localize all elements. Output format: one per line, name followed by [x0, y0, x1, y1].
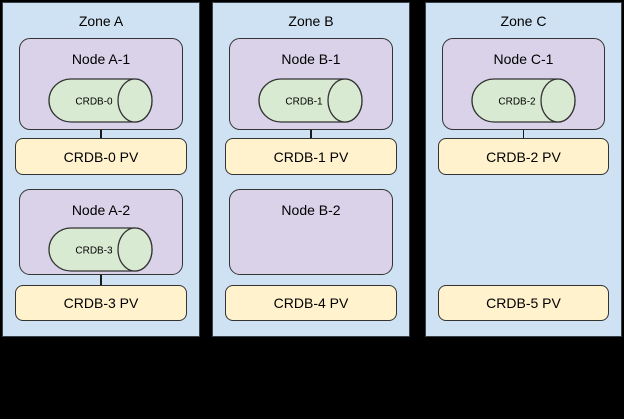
database-cylinder-crdb2: CRDB-2 — [470, 78, 577, 123]
pv-crdb4-label: CRDB-4 PV — [273, 295, 349, 311]
cylinder-crdb3-label: CRDB-3 — [75, 246, 113, 257]
node-c1-label: Node C-1 — [493, 51, 554, 67]
pv-crdb3: CRDB-3 PV — [15, 285, 187, 321]
zone-c-label: Zone C — [500, 13, 547, 29]
pv-crdb1-label: CRDB-1 PV — [273, 148, 349, 165]
zone-c: Zone C Node C-1 CRDB-2 CRDB-2 PV CRDB-5 … — [425, 2, 622, 337]
pv-crdb0-label: CRDB-0 PV — [63, 148, 139, 165]
database-cylinder-crdb0: CRDB-0 — [48, 78, 154, 123]
pv-crdb0: CRDB-0 PV — [15, 138, 187, 175]
database-cylinder-crdb3: CRDB-3 — [48, 227, 154, 272]
pv-crdb1: CRDB-1 PV — [225, 138, 397, 175]
pv-crdb2: CRDB-2 PV — [438, 138, 609, 175]
zone-b: Zone B Node B-1 CRDB-1 CRDB-1 PV Node B-… — [212, 2, 410, 337]
pv-crdb2-label: CRDB-2 PV — [486, 148, 561, 165]
zone-a-label: Zone A — [78, 13, 124, 29]
node-c1: Node C-1 CRDB-2 — [442, 38, 605, 130]
node-b1: Node B-1 CRDB-1 — [229, 38, 393, 130]
database-cylinder-crdb1: CRDB-1 — [258, 78, 364, 123]
pv-crdb3-label: CRDB-3 PV — [63, 295, 139, 311]
connector-crdb3-to-pv — [100, 267, 102, 287]
cylinder-crdb0-label: CRDB-0 — [75, 97, 113, 108]
pv-crdb4: CRDB-4 PV — [225, 285, 397, 321]
zone-b-label: Zone B — [288, 13, 334, 29]
node-a1: Node A-1 CRDB-0 — [19, 38, 183, 130]
zone-a: Zone A Node A-1 CRDB-0 CRDB-0 PV Node A-… — [2, 2, 200, 337]
node-a1-label: Node A-1 — [71, 51, 131, 67]
cylinder-crdb2-label: CRDB-2 — [498, 97, 536, 108]
cylinder-crdb1-label: CRDB-1 — [285, 97, 323, 108]
node-b2-label: Node B-2 — [281, 202, 341, 218]
node-b2: Node B-2 — [229, 189, 393, 275]
pv-crdb5-label: CRDB-5 PV — [486, 295, 561, 311]
node-a2: Node A-2 CRDB-3 — [19, 189, 183, 275]
node-b1-label: Node B-1 — [281, 51, 341, 67]
pv-crdb5: CRDB-5 PV — [438, 285, 609, 321]
node-a2-label: Node A-2 — [71, 202, 131, 218]
